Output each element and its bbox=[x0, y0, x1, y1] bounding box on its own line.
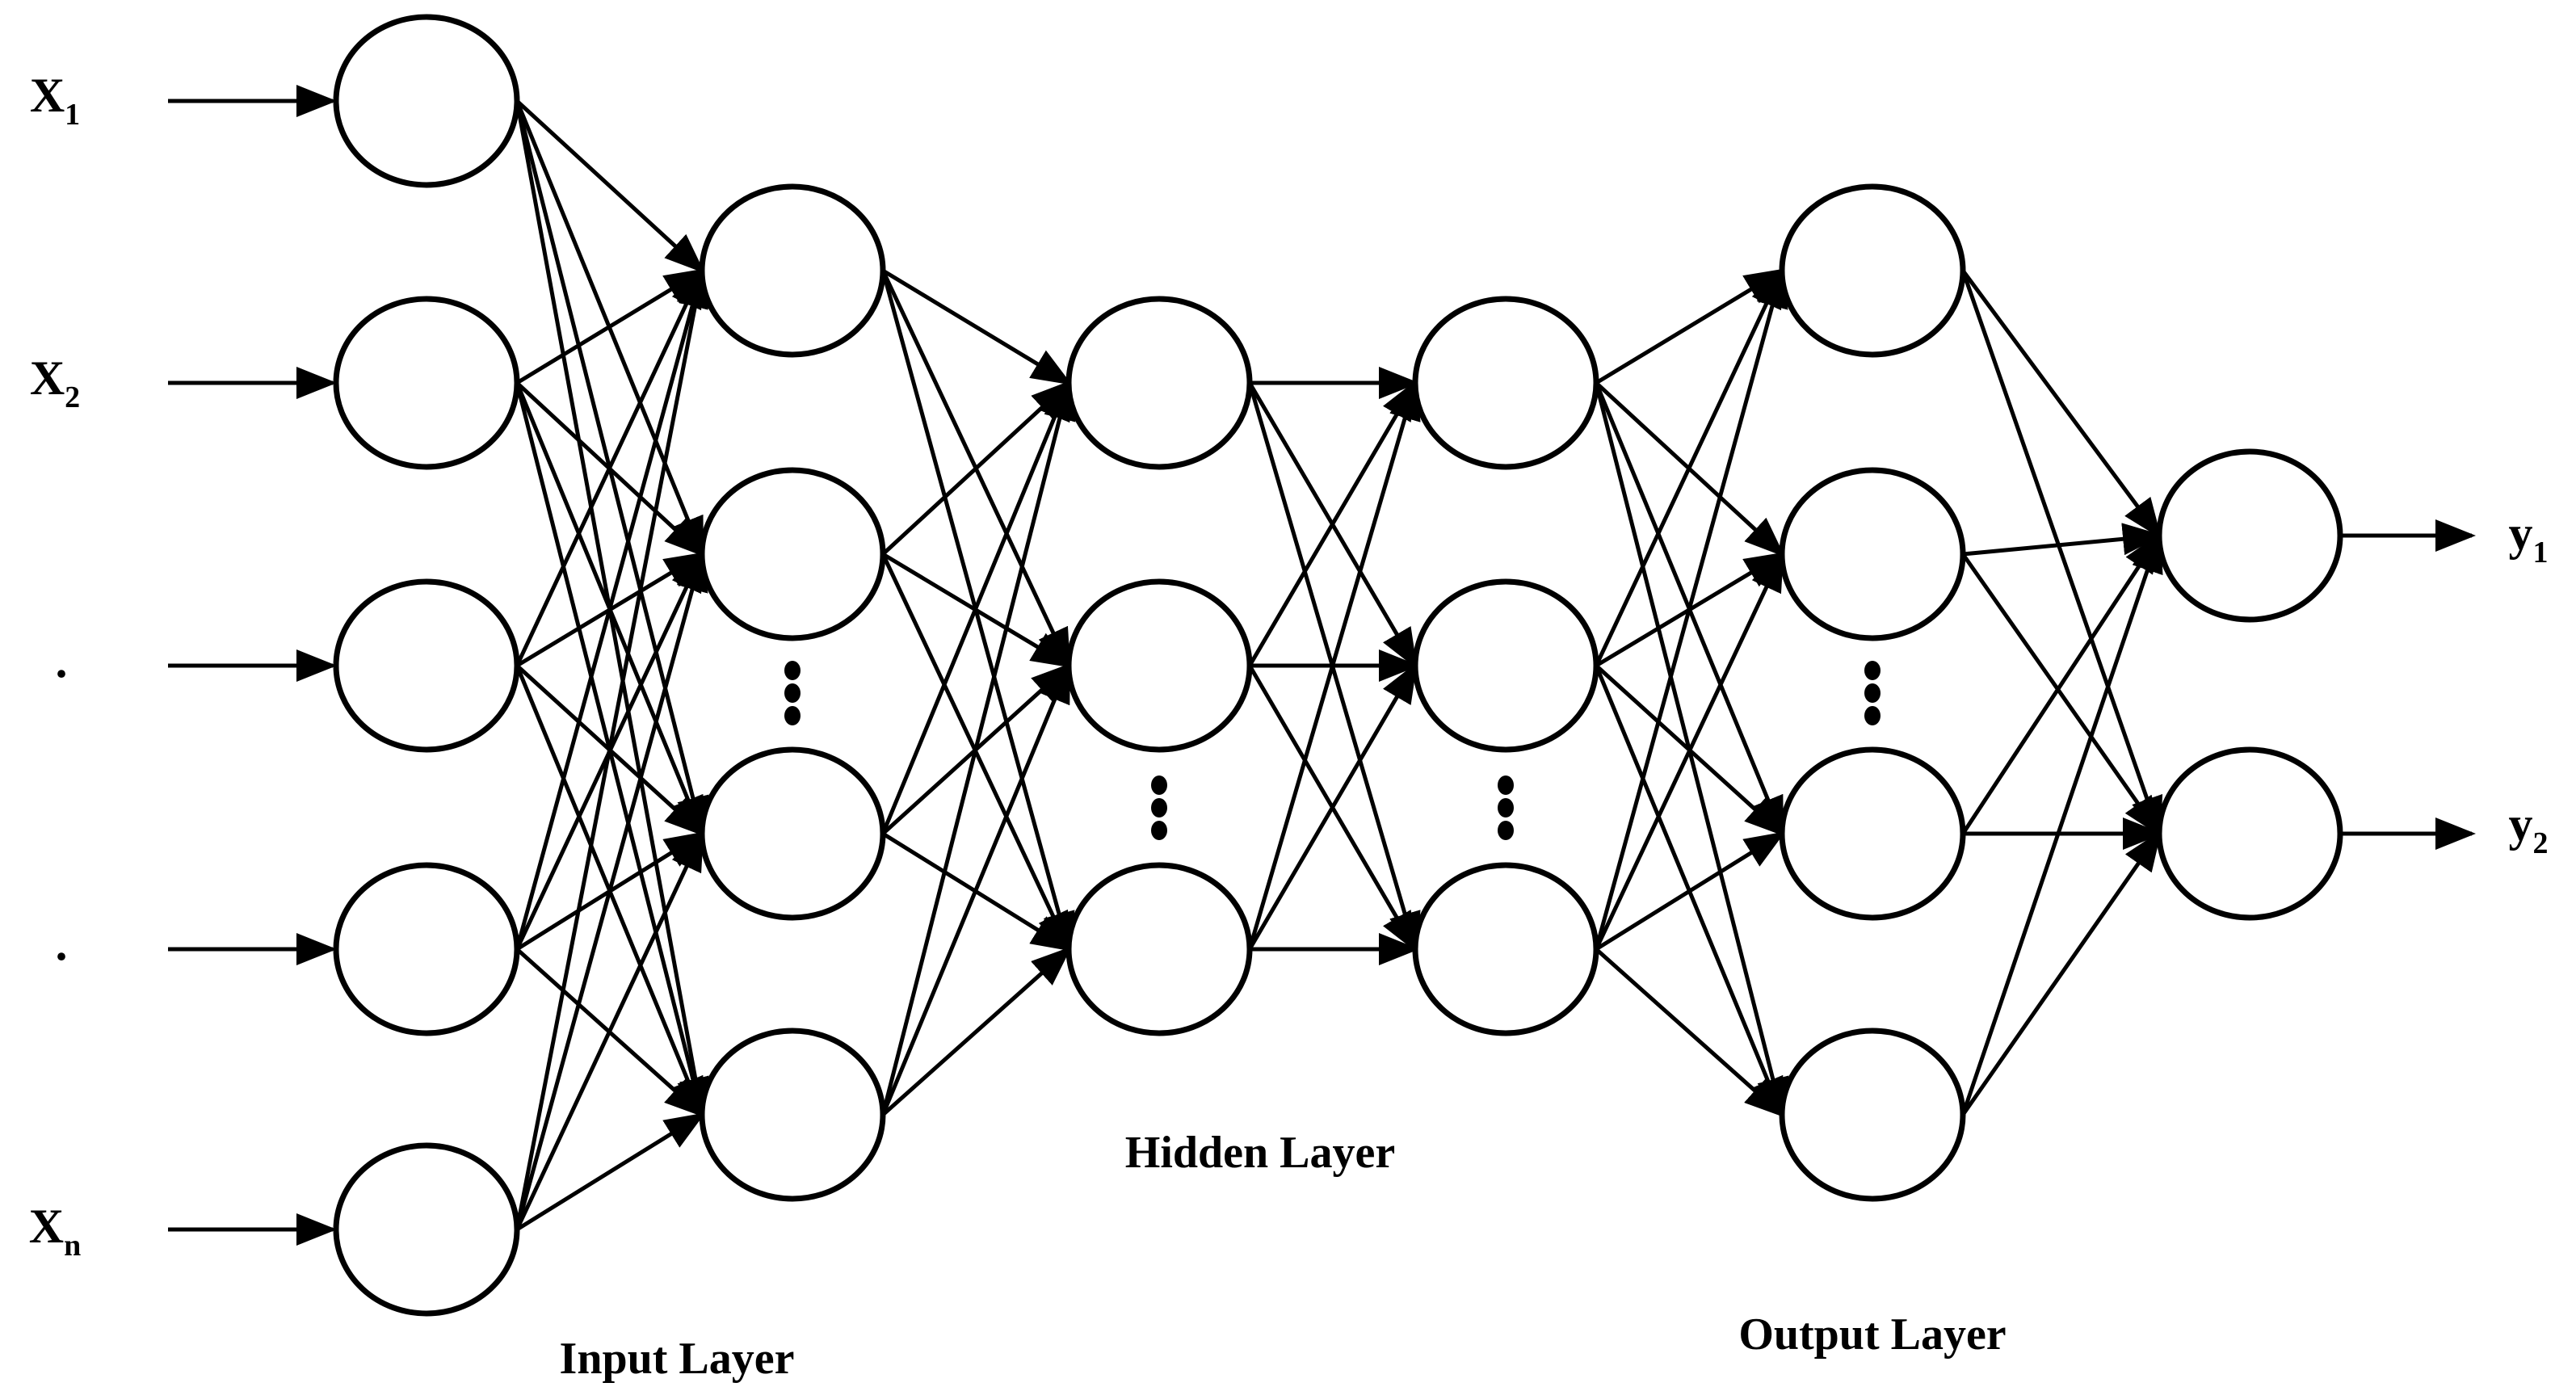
ellipsis-dot-2-3 bbox=[1151, 821, 1167, 840]
edge-l4n1-l5n1 bbox=[1595, 268, 1786, 385]
neuron-layer1-1 bbox=[333, 14, 520, 188]
edge-l1n5-l2n1 bbox=[515, 267, 712, 1230]
neuron-layer4-1 bbox=[1412, 296, 1599, 470]
edge-l5n1-l6n1 bbox=[1960, 269, 2162, 540]
ellipsis-dot-3-1 bbox=[1498, 775, 1514, 795]
neuron-layer2-2 bbox=[699, 467, 886, 641]
neuron-layer3-1 bbox=[1065, 296, 1253, 470]
edge-l5n2-l6n2 bbox=[1960, 553, 2162, 838]
ellipsis-dot-2-2 bbox=[1151, 798, 1167, 817]
output-layer-label: Output Layer bbox=[1738, 1309, 2006, 1360]
edge-l4n3-l5n4 bbox=[1595, 948, 1785, 1118]
ellipsis-dot-2-1 bbox=[1151, 775, 1167, 795]
edge-l5n4-l6n2 bbox=[1960, 830, 2162, 1116]
edge-l5n1-l6n2 bbox=[1960, 270, 2163, 838]
ellipsis-dot-4-2 bbox=[1864, 683, 1881, 703]
connections bbox=[515, 99, 2163, 1232]
ellipsis-dot-3-3 bbox=[1498, 821, 1514, 840]
input-label-n: Xn bbox=[29, 1200, 81, 1263]
ellipsis-dot-4-1 bbox=[1864, 661, 1881, 680]
edge-l2n4-l3n2 bbox=[880, 662, 1071, 1116]
neuron-layer1-2 bbox=[333, 296, 520, 470]
ellipsis-dots bbox=[784, 661, 1881, 840]
edge-l1n5-l2n4 bbox=[515, 1112, 706, 1232]
edge-l2n3-l3n1 bbox=[880, 379, 1071, 834]
edge-l5n3-l6n1 bbox=[1960, 532, 2162, 835]
edge-l3n2-l4n1 bbox=[1247, 379, 1418, 667]
input-label-1: X1 bbox=[30, 69, 80, 132]
edge-l2n1-l3n1 bbox=[881, 268, 1073, 385]
neuron-layer2-4 bbox=[699, 1028, 886, 1202]
edge-l4n3-l5n3 bbox=[1595, 831, 1786, 952]
edge-l2n4-l3n3 bbox=[881, 946, 1072, 1116]
io-arrows bbox=[168, 85, 2476, 1246]
edge-l1n5-l2n3 bbox=[515, 830, 704, 1231]
ellipsis-dot-1-1 bbox=[784, 661, 801, 680]
neuron-layer6-1 bbox=[2156, 448, 2343, 623]
ellipsis-dot-1-2 bbox=[784, 683, 801, 703]
neuron-layer6-2 bbox=[2156, 746, 2343, 921]
ellipsis-dot-4-3 bbox=[1864, 706, 1881, 725]
edge-l2n2-l3n1 bbox=[881, 380, 1072, 556]
output-labels: y1 y2 bbox=[2509, 506, 2549, 860]
neuron-layer5-1 bbox=[1779, 183, 1966, 358]
ellipsis-dot-1-3 bbox=[784, 706, 801, 725]
input-layer-label: Input Layer bbox=[560, 1334, 795, 1384]
neuron-layer4-2 bbox=[1412, 578, 1599, 753]
ellipsis-dot-3-2 bbox=[1498, 798, 1514, 817]
neuron-layer4-3 bbox=[1412, 862, 1599, 1036]
neuron-layer1-5 bbox=[333, 1142, 520, 1317]
neurons bbox=[333, 14, 2343, 1317]
output-label-1: y1 bbox=[2509, 506, 2549, 570]
edge-l4n3-l5n1 bbox=[1594, 267, 1788, 950]
edge-l1n3-l2n1 bbox=[515, 267, 704, 667]
input-label-4: . bbox=[56, 917, 68, 970]
output-label-2: y2 bbox=[2509, 797, 2549, 860]
neuron-layer3-3 bbox=[1065, 862, 1253, 1036]
edge-l4n3-l5n2 bbox=[1594, 550, 1784, 951]
neuron-layer2-3 bbox=[699, 746, 886, 921]
edge-l3n3-l4n2 bbox=[1247, 662, 1418, 951]
edge-l1n1-l2n1 bbox=[515, 99, 705, 274]
neuron-layer5-2 bbox=[1779, 467, 1966, 641]
neuron-layer3-2 bbox=[1065, 578, 1253, 753]
edge-l3n3-l4n1 bbox=[1247, 379, 1421, 950]
edge-l4n2-l5n1 bbox=[1594, 267, 1784, 667]
neuron-layer2-1 bbox=[699, 183, 886, 358]
neuron-layer1-3 bbox=[333, 578, 520, 753]
edge-l2n4-l3n1 bbox=[880, 379, 1076, 1116]
edge-l1n4-l2n1 bbox=[515, 267, 708, 950]
edge-l5n4-l6n1 bbox=[1960, 532, 2163, 1116]
hidden-layer-label: Hidden Layer bbox=[1125, 1128, 1395, 1178]
input-label-2: X2 bbox=[30, 351, 80, 414]
edge-l1n5-l2n2 bbox=[515, 550, 708, 1230]
input-labels: X1 X2 . . Xn bbox=[29, 69, 81, 1263]
input-label-3: . bbox=[56, 634, 68, 687]
neuron-layer5-3 bbox=[1779, 746, 1966, 921]
neuron-layer5-4 bbox=[1779, 1028, 1966, 1202]
neuron-layer1-4 bbox=[333, 862, 520, 1036]
edge-l1n2-l2n1 bbox=[515, 268, 706, 385]
